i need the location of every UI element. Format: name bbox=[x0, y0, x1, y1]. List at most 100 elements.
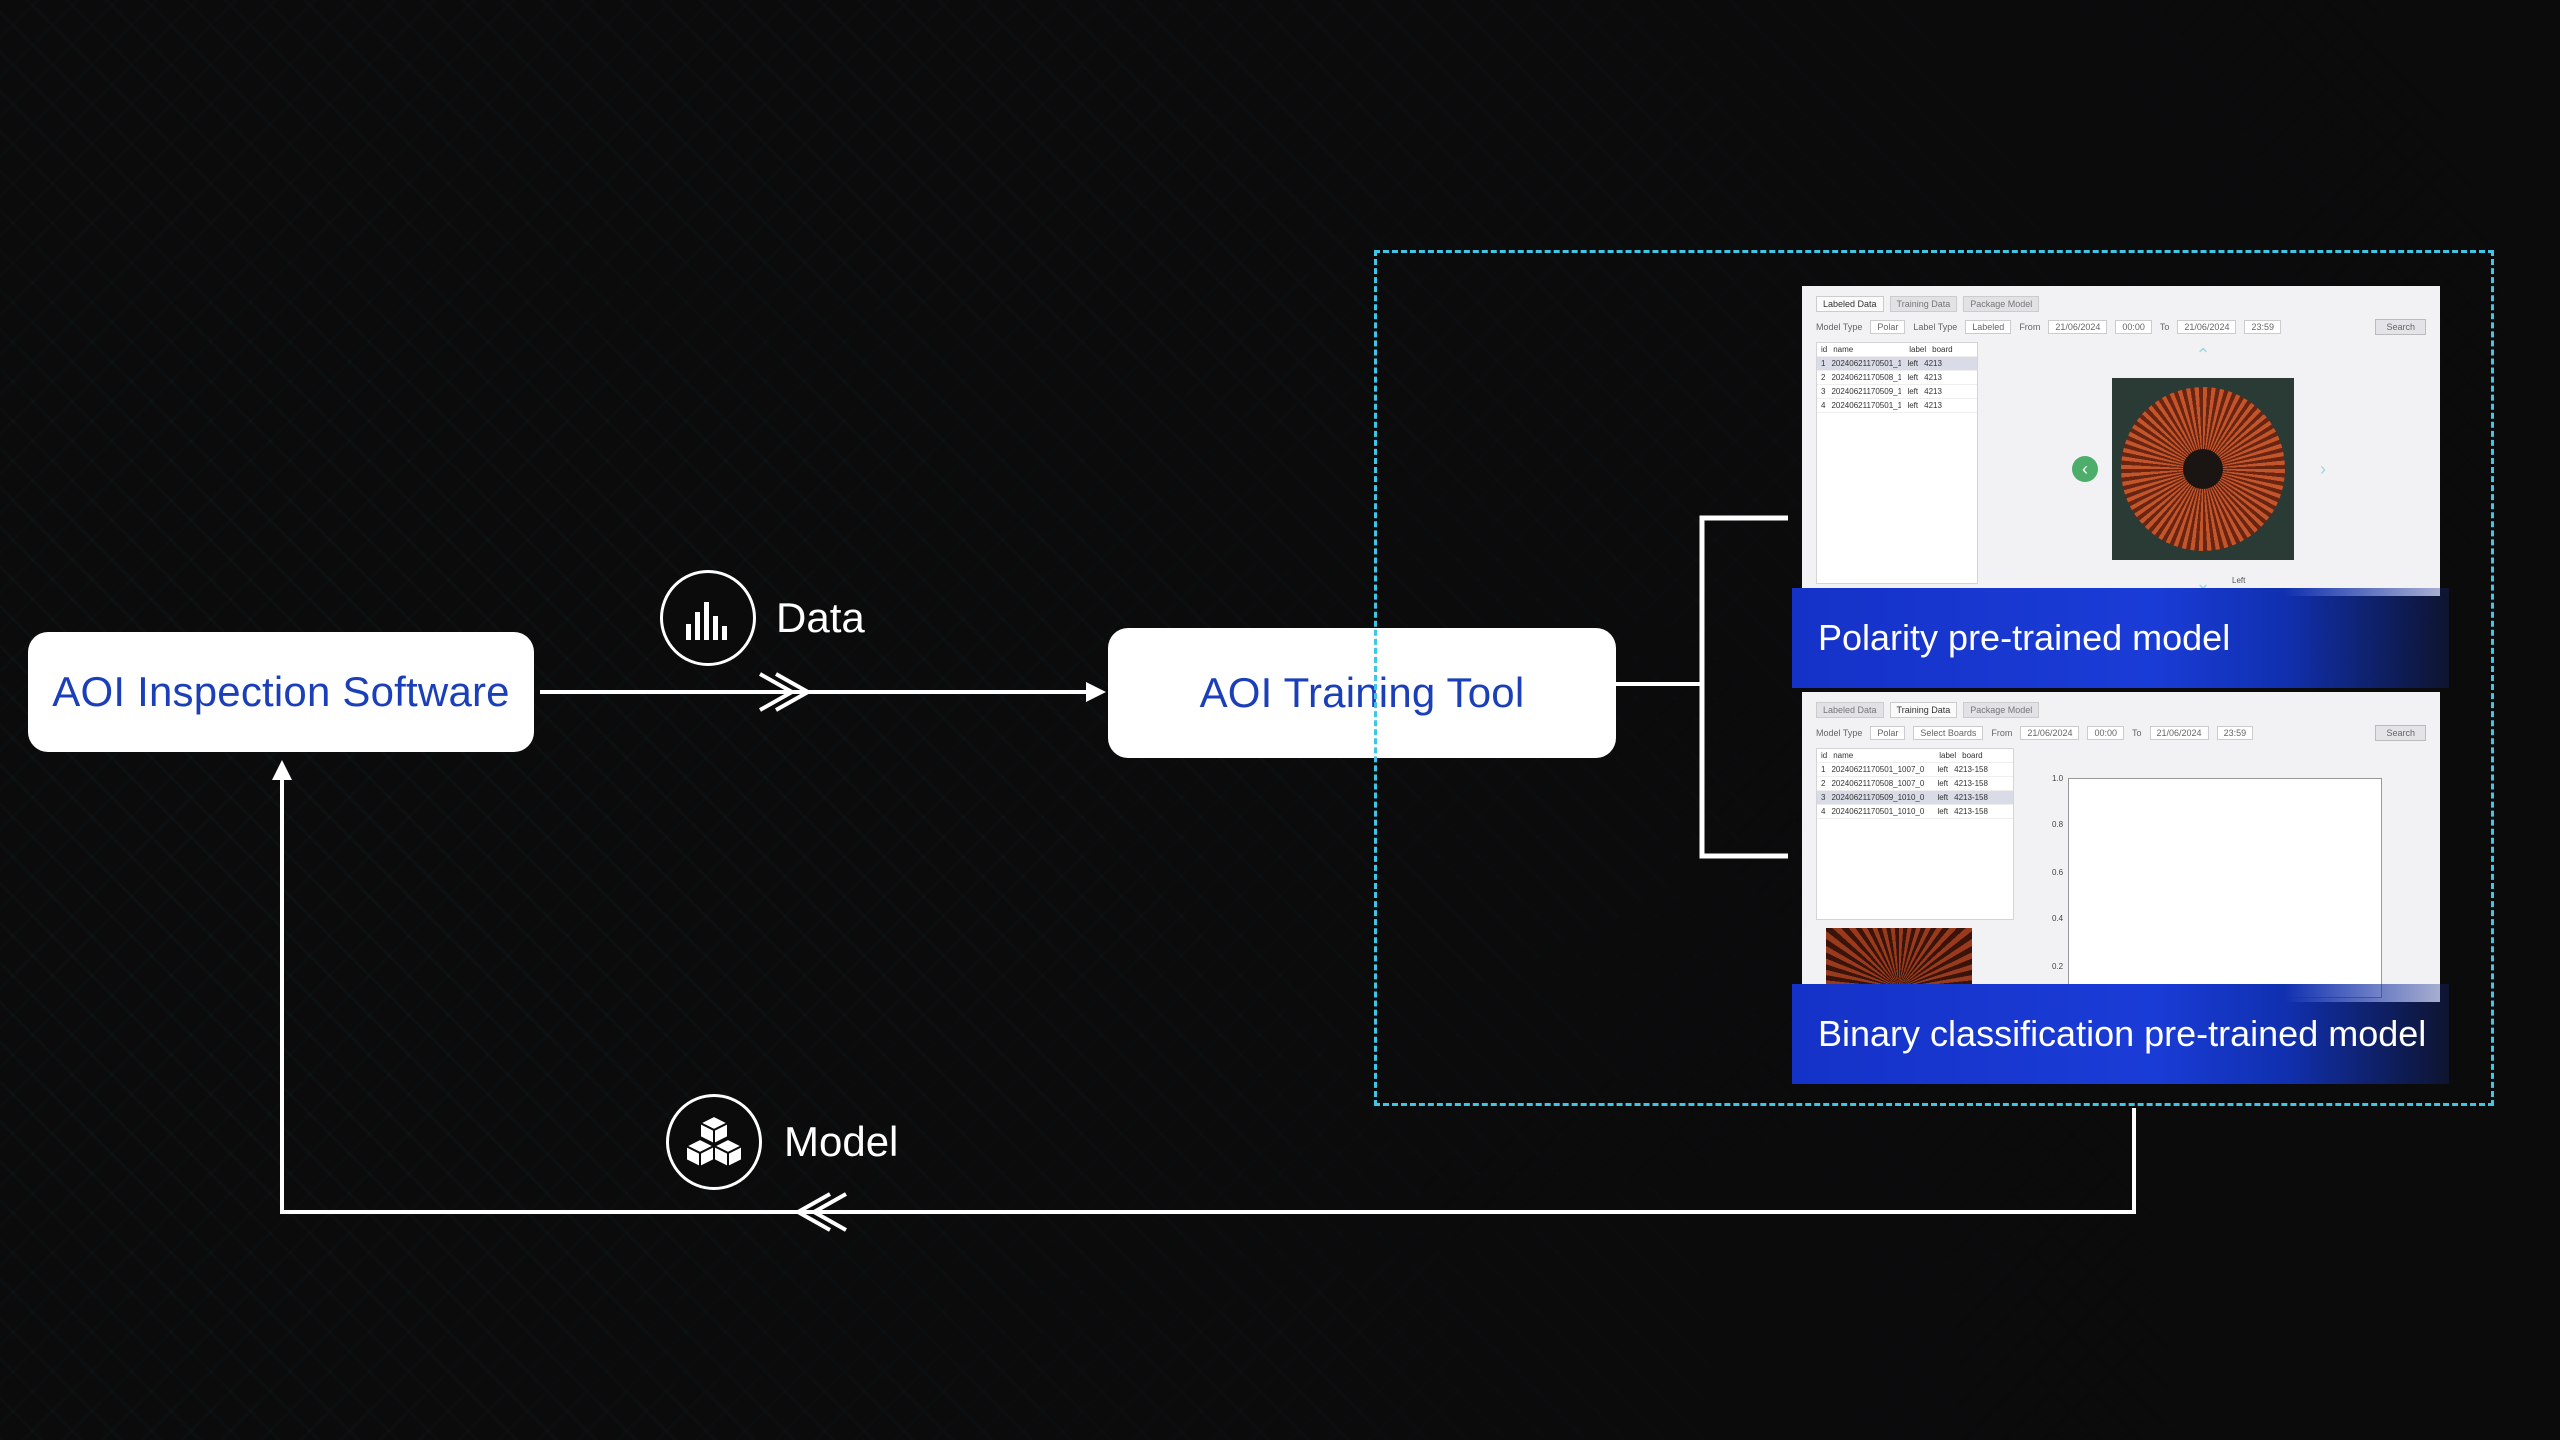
from-date-field[interactable]: 21/06/2024 bbox=[2048, 320, 2108, 334]
search-button[interactable]: Search bbox=[2375, 319, 2426, 335]
cell: 20240621170501_1010_0 bbox=[1831, 807, 1925, 816]
to-time-field[interactable]: 23:59 bbox=[2244, 320, 2281, 334]
model-flow-chevron-2 bbox=[793, 1192, 831, 1232]
header-cell: label bbox=[1939, 751, 1957, 760]
from-date-field[interactable]: 21/06/2024 bbox=[2020, 726, 2080, 740]
header-cell: board bbox=[1962, 751, 1983, 760]
model-flow-chevron bbox=[809, 1192, 847, 1232]
y-tick-label: 0.6 bbox=[2052, 868, 2064, 877]
filter-label: Model Type bbox=[1816, 322, 1863, 332]
model-type-select[interactable]: Polar bbox=[1870, 726, 1906, 740]
bar-chart-icon bbox=[660, 570, 756, 666]
cell: left bbox=[1907, 359, 1919, 368]
from-time-field[interactable]: 00:00 bbox=[2087, 726, 2124, 740]
cell: 3 bbox=[1821, 387, 1826, 396]
aoi-inspection-software-node: AOI Inspection Software bbox=[28, 632, 534, 752]
chevron-left-icon[interactable]: ‹ bbox=[2072, 456, 2098, 482]
chevron-up-icon[interactable]: ⌃ bbox=[2195, 344, 2211, 365]
header-cell: label bbox=[1909, 345, 1927, 354]
cell: 20240621170508_1007_0 bbox=[1831, 779, 1925, 788]
table-row[interactable]: 4 20240621170501_1 left 4213 bbox=[1817, 399, 1977, 413]
table-row[interactable]: 1 20240621170501_1007_0 left 4213-158 bbox=[1817, 763, 2013, 777]
cell: left bbox=[1937, 779, 1949, 788]
tab-labeled-data[interactable]: Labeled Data bbox=[1816, 702, 1884, 718]
y-tick-label: 0.4 bbox=[2052, 914, 2064, 923]
models-bracket bbox=[1699, 515, 1788, 859]
node-label: AOI Training Tool bbox=[1199, 669, 1525, 716]
label-type-select[interactable]: Labeled bbox=[1965, 320, 2012, 334]
data-table: id name label board 1 20240621170501_1 l… bbox=[1816, 342, 1978, 584]
data-flow-chevron-2 bbox=[775, 672, 813, 712]
tab-bar: Labeled Data Training Data Package Model bbox=[1816, 702, 2040, 718]
filter-label: From bbox=[2019, 322, 2041, 332]
header-cell: name bbox=[1833, 751, 1854, 760]
header-cell: board bbox=[1932, 345, 1953, 354]
image-label: Left bbox=[2232, 576, 2246, 585]
cell: 4213-158 bbox=[1954, 779, 1988, 788]
model-feedback-arrowhead bbox=[272, 760, 292, 780]
tab-package-model[interactable]: Package Model bbox=[1963, 702, 2040, 718]
data-edge-label: Data bbox=[776, 594, 865, 641]
cell: 4213 bbox=[1924, 401, 1942, 410]
header-cell: id bbox=[1821, 751, 1828, 760]
tab-training-data[interactable]: Training Data bbox=[1889, 702, 1958, 718]
table-row[interactable]: 4 20240621170501_1010_0 left 4213-158 bbox=[1817, 805, 2013, 819]
tab-package-model[interactable]: Package Model bbox=[1963, 296, 2040, 312]
pretrained-models-group bbox=[1374, 250, 2494, 1106]
filter-label: Label Type bbox=[1913, 322, 1958, 332]
table-row[interactable]: 2 20240621170508_1 left 4213 bbox=[1817, 371, 1977, 385]
to-time-field[interactable]: 23:59 bbox=[2216, 726, 2254, 740]
filter-label: Model Type bbox=[1816, 728, 1863, 738]
cell: left bbox=[1907, 373, 1919, 382]
training-plot bbox=[2068, 778, 2382, 998]
select-boards-select[interactable]: Select Boards bbox=[1913, 726, 1984, 740]
cell: 3 bbox=[1821, 793, 1826, 802]
table-row[interactable]: 1 20240621170501_1 left 4213 bbox=[1817, 357, 1977, 371]
cell: left bbox=[1907, 387, 1919, 396]
cell: 4 bbox=[1821, 401, 1826, 410]
cell: 2 bbox=[1821, 779, 1826, 788]
table-row[interactable]: 3 20240621170509_1 left 4213 bbox=[1817, 385, 1977, 399]
search-button[interactable]: Search bbox=[2375, 725, 2426, 741]
binary-model-card: Labeled Data Training Data Package Model… bbox=[1792, 692, 2449, 1084]
table-row[interactable]: 2 20240621170508_1007_0 left 4213-158 bbox=[1817, 777, 2013, 791]
binary-caption: Binary classification pre-trained model bbox=[1792, 984, 2449, 1084]
cell: left bbox=[1937, 807, 1949, 816]
cell: 20240621170501_1 bbox=[1831, 359, 1902, 368]
node-label: AOI Inspection Software bbox=[52, 668, 510, 715]
header-cell: id bbox=[1821, 345, 1828, 354]
table-header: id name label board bbox=[1817, 343, 1977, 357]
cell: 4213-158 bbox=[1954, 765, 1988, 774]
tab-labeled-data[interactable]: Labeled Data bbox=[1816, 296, 1884, 312]
chevron-right-icon[interactable]: › bbox=[2320, 458, 2326, 479]
tab-bar: Labeled Data Training Data Package Model bbox=[1816, 296, 2040, 312]
cell: 4213-158 bbox=[1954, 807, 1988, 816]
to-date-field[interactable]: 21/06/2024 bbox=[2177, 320, 2237, 334]
from-time-field[interactable]: 00:00 bbox=[2115, 320, 2152, 334]
cell: 20240621170509_1010_0 bbox=[1831, 793, 1925, 802]
polarity-caption: Polarity pre-trained model bbox=[1792, 588, 2449, 688]
cell: 20240621170509_1 bbox=[1831, 387, 1902, 396]
to-date-field[interactable]: 21/06/2024 bbox=[2149, 726, 2209, 740]
binary-screenshot: Labeled Data Training Data Package Model… bbox=[1802, 692, 2440, 1002]
model-type-select[interactable]: Polar bbox=[1870, 320, 1906, 334]
coil-ring bbox=[2121, 387, 2285, 551]
cell: left bbox=[1937, 765, 1949, 774]
cubes-icon bbox=[666, 1094, 762, 1190]
cell: left bbox=[1937, 793, 1949, 802]
aoi-training-tool-node: AOI Training Tool bbox=[1108, 628, 1616, 758]
cell: 4213-158 bbox=[1954, 793, 1988, 802]
cell: left bbox=[1907, 401, 1919, 410]
chevron-down-icon[interactable]: ⌄ bbox=[2195, 572, 2211, 593]
y-tick-label: 0.2 bbox=[2052, 962, 2064, 971]
table-row[interactable]: 3 20240621170509_1010_0 left 4213-158 bbox=[1817, 791, 2013, 805]
cell: 4213 bbox=[1924, 387, 1942, 396]
tab-training-data[interactable]: Training Data bbox=[1889, 296, 1958, 312]
cell: 4 bbox=[1821, 807, 1826, 816]
model-edge-label: Model bbox=[784, 1118, 899, 1165]
cell: 4213 bbox=[1924, 359, 1942, 368]
header-cell: name bbox=[1833, 345, 1854, 354]
filter-label: To bbox=[2159, 322, 2170, 332]
coil-thumbnail bbox=[1826, 928, 1972, 988]
